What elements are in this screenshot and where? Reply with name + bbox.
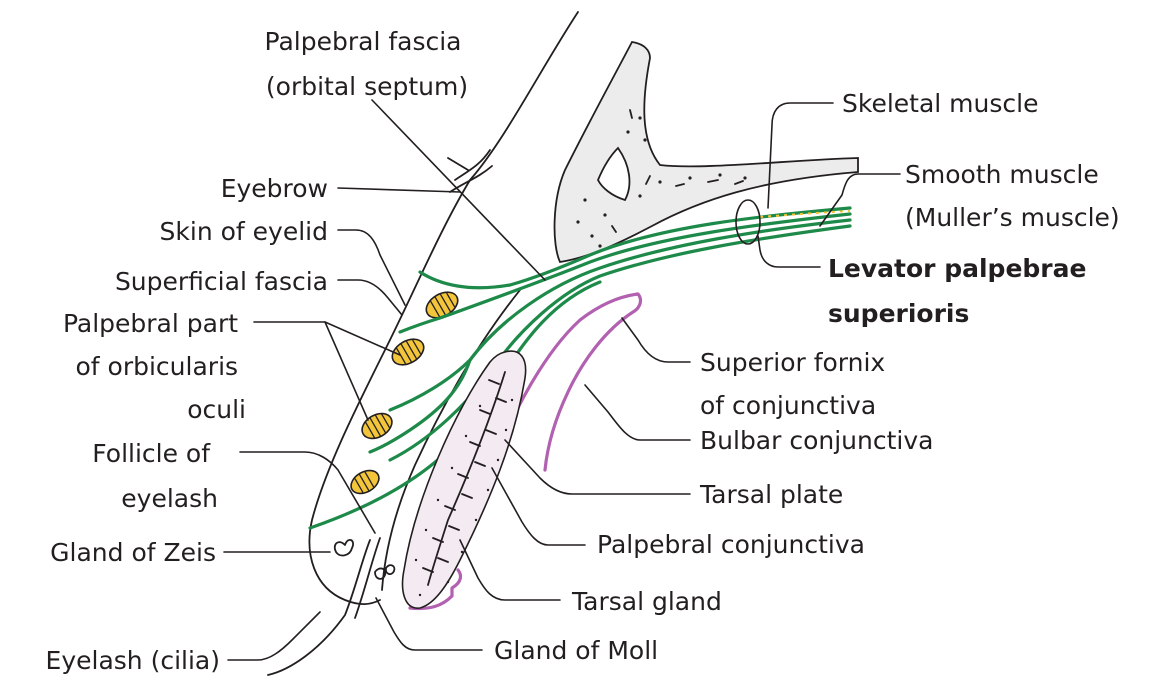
- label-eyebrow: Eyebrow: [221, 174, 328, 203]
- label-skeletal-muscle: Skeletal muscle: [842, 89, 1038, 118]
- label-smooth-muscle: Smooth muscle (Muller’s muscle): [905, 160, 1120, 232]
- frontal-bone: [555, 42, 858, 262]
- label-tarsal-plate: Tarsal plate: [699, 480, 843, 509]
- label-tarsal-gland: Tarsal gland: [571, 587, 722, 616]
- label-follicle-of-eyelash: Follicle of eyelash: [92, 439, 218, 513]
- label-skin-of-eyelid: Skin of eyelid: [160, 217, 328, 246]
- orbicularis-fiber: [358, 408, 397, 443]
- label-palpebral-fascia: Palpebral fascia (orbital septum): [265, 27, 470, 101]
- label-eyelash: Eyelash (cilia): [46, 646, 220, 675]
- label-palpebral-conjunctiva: Palpebral conjunctiva: [597, 530, 865, 559]
- label-gland-of-zeis: Gland of Zeis: [50, 538, 216, 567]
- label-palpebral-part-of-orbicularis: Palpebral part of orbicularis oculi: [63, 309, 246, 424]
- label-levator-palpebrae-superioris: Levator palpebrae superioris: [828, 254, 1095, 328]
- tarsal-plate-shape: [403, 351, 526, 608]
- lid-margin-structures: [268, 538, 394, 675]
- label-superficial-fascia: Superficial fascia: [115, 267, 328, 296]
- label-superior-fornix: Superior fornix of conjunctiva: [700, 348, 893, 420]
- label-gland-of-moll: Gland of Moll: [494, 636, 658, 665]
- labels: Palpebral fascia (orbital septum) Skelet…: [46, 27, 1120, 675]
- label-bulbar-conjunctiva: Bulbar conjunctiva: [700, 426, 933, 455]
